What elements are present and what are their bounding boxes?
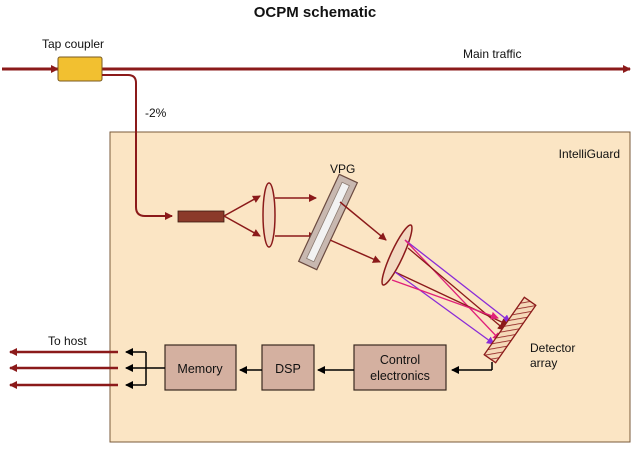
beam-upper-to-focus: [339, 201, 387, 241]
tap-fiber-path: [102, 74, 173, 220]
tap-coupler-label: Tap coupler: [42, 37, 104, 51]
intelliguard-enclosure: [109, 131, 631, 443]
collimating-lens: [262, 182, 276, 248]
dispersed-spectrum: [391, 239, 511, 345]
intelliguard-label: IntelliGuard: [559, 147, 620, 161]
tap-coupler-block: [57, 56, 103, 82]
beam-lower-to-focus: [329, 239, 381, 263]
tap-ratio-label: -2%: [145, 106, 167, 120]
main-traffic-label: Main traffic: [463, 47, 521, 61]
beam-upper-in: [223, 195, 261, 217]
detector-array-label-line1: Detector: [530, 341, 575, 355]
control-electronics-label-line2: electronics: [370, 369, 430, 383]
memory-label: Memory: [177, 362, 223, 376]
vpg-label: VPG: [330, 162, 355, 176]
focusing-lens: [381, 224, 413, 286]
to-host-label: To host: [48, 334, 87, 348]
diagram-title: OCPM schematic: [254, 4, 377, 21]
control-electronics-block: [353, 344, 447, 391]
vpg-grating: [297, 173, 359, 271]
detector-array-label-line2: array: [530, 356, 557, 370]
dsp-block: [261, 344, 315, 391]
collimator-block: [177, 210, 225, 223]
control-electronics-label-line1: Control: [380, 353, 420, 367]
memory-block: [164, 344, 237, 391]
beam-lower-in: [223, 215, 261, 237]
detector-array: [483, 296, 537, 364]
dsp-label: DSP: [275, 362, 301, 376]
